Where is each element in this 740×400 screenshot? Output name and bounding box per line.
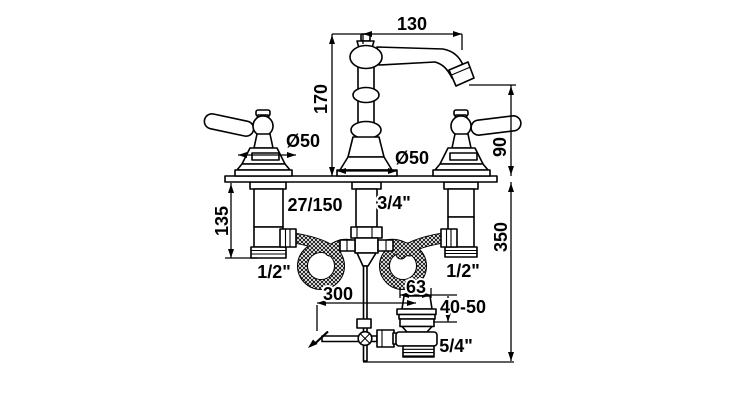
spout-base <box>336 169 398 177</box>
waste-body <box>395 331 438 347</box>
dim-1-2-right-label: 1/2" <box>446 261 480 281</box>
dim-5-4-label: 5/4" <box>439 336 473 356</box>
left-handle <box>203 109 293 177</box>
spout-ball <box>349 44 383 70</box>
rod-hook-end <box>308 339 318 348</box>
left-lever <box>203 113 255 137</box>
dim-170-label: 170 <box>311 84 331 114</box>
left-handle-pivot <box>252 115 274 137</box>
dim-50-center-label: Ø50 <box>395 148 429 168</box>
waste-knurl-ring <box>399 318 435 328</box>
waste-tailpiece <box>402 345 435 358</box>
dimension-labels: 130 170 Ø50 Ø50 90 27/150 3/4" 135 1/2" … <box>210 12 513 358</box>
dim-50-left-label: Ø50 <box>286 131 320 151</box>
center-shank-tee <box>339 181 394 267</box>
dim-63-label: 63 <box>406 277 426 297</box>
right-handle-pivot <box>450 115 472 137</box>
dim-1-2-left-label: 1/2" <box>257 262 291 282</box>
right-mounting-shank <box>440 181 479 258</box>
dim-135-label: 135 <box>212 206 232 236</box>
right-handle-base <box>432 169 491 177</box>
dimension-lines <box>225 31 516 363</box>
link-nut <box>376 329 395 348</box>
left-mounting-shank <box>249 181 297 259</box>
dim-27-150-label: 27/150 <box>287 195 342 215</box>
left-handle-base <box>234 169 293 177</box>
right-hose-nut <box>440 228 458 248</box>
deck-plate <box>224 175 498 183</box>
spout <box>336 33 475 177</box>
dim-40-50-label: 40-50 <box>440 297 486 317</box>
pop-up-lift-rod <box>308 265 399 362</box>
dim-350-label: 350 <box>491 222 511 252</box>
dim-300-label: 300 <box>323 284 353 304</box>
dim-90-label: 90 <box>490 137 510 157</box>
right-handle <box>432 109 522 177</box>
dim-3-4-label: 3/4" <box>377 193 411 213</box>
dim-130-label: 130 <box>397 14 427 34</box>
left-hose-nut <box>279 228 297 248</box>
pop-up-waste <box>395 295 438 358</box>
rod-clamp <box>356 318 372 329</box>
right-lever <box>470 115 522 136</box>
